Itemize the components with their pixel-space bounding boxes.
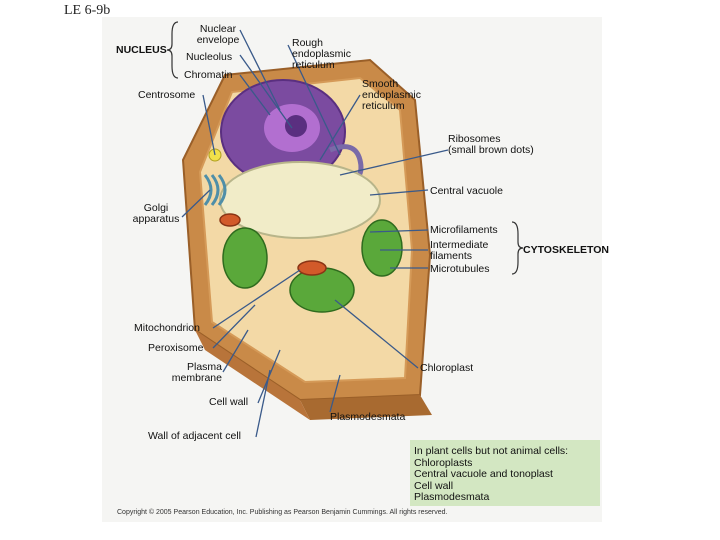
label-ribosomes: Ribosomes (small brown dots) [448,133,534,156]
label-plasma-membrane: Plasma membrane [171,361,222,384]
label-chromatin: Chromatin [184,69,233,81]
label-intermediate-filaments: Intermediate filaments [430,239,489,262]
central-vacuole-shape [219,161,381,239]
label-microfilaments: Microfilaments [430,224,498,236]
label-wall-adjacent-cell: Wall of adjacent cell [148,430,241,442]
label-chloroplast: Chloroplast [420,362,474,374]
golgi-shape [203,174,227,206]
plant-only-item: Chloroplasts [414,456,473,469]
slide-title: LE 6-9b [64,3,111,18]
plant-only-item: Cell wall [414,479,454,492]
cytoskeleton-group-label: CYTOSKELETON [523,244,609,256]
label-microtubules: Microtubules [430,263,490,275]
nucleus-bracket [166,21,179,79]
copyright-notice: Copyright © 2005 Pearson Education, Inc.… [117,509,448,516]
label-nuclear-envelope: Nuclear envelope [196,23,240,46]
label-nucleolus: Nucleolus [186,51,233,63]
plant-only-box: In plant cells but not animal cells: Chl… [410,440,600,506]
label-centrosome: Centrosome [138,89,196,101]
mitochondrion-shapes [219,213,327,276]
label-smooth-er: Smooth endoplasmic reticulum [362,78,421,112]
label-golgi: Golgi apparatus [132,202,180,225]
plant-only-item: Plasmodesmata [414,491,490,503]
nucleus-shape [220,79,346,185]
label-peroxisome: Peroxisome [148,342,204,354]
label-mitochondrion: Mitochondrion [134,322,200,334]
label-rough-er: Rough endoplasmic reticulum [292,37,351,71]
plant-only-title: In plant cells but not animal cells: [414,445,569,457]
plant-only-item: Central vacuole and tonoplast [414,468,553,480]
callout-lines [181,29,449,438]
cytoskeleton-bracket [511,221,524,275]
chloroplast-shapes [222,219,403,313]
nucleus-group-label: NUCLEUS [116,44,167,56]
label-central-vacuole: Central vacuole [430,185,503,197]
label-cell-wall: Cell wall [209,396,249,408]
label-plasmodesmata: Plasmodesmata [330,411,406,423]
